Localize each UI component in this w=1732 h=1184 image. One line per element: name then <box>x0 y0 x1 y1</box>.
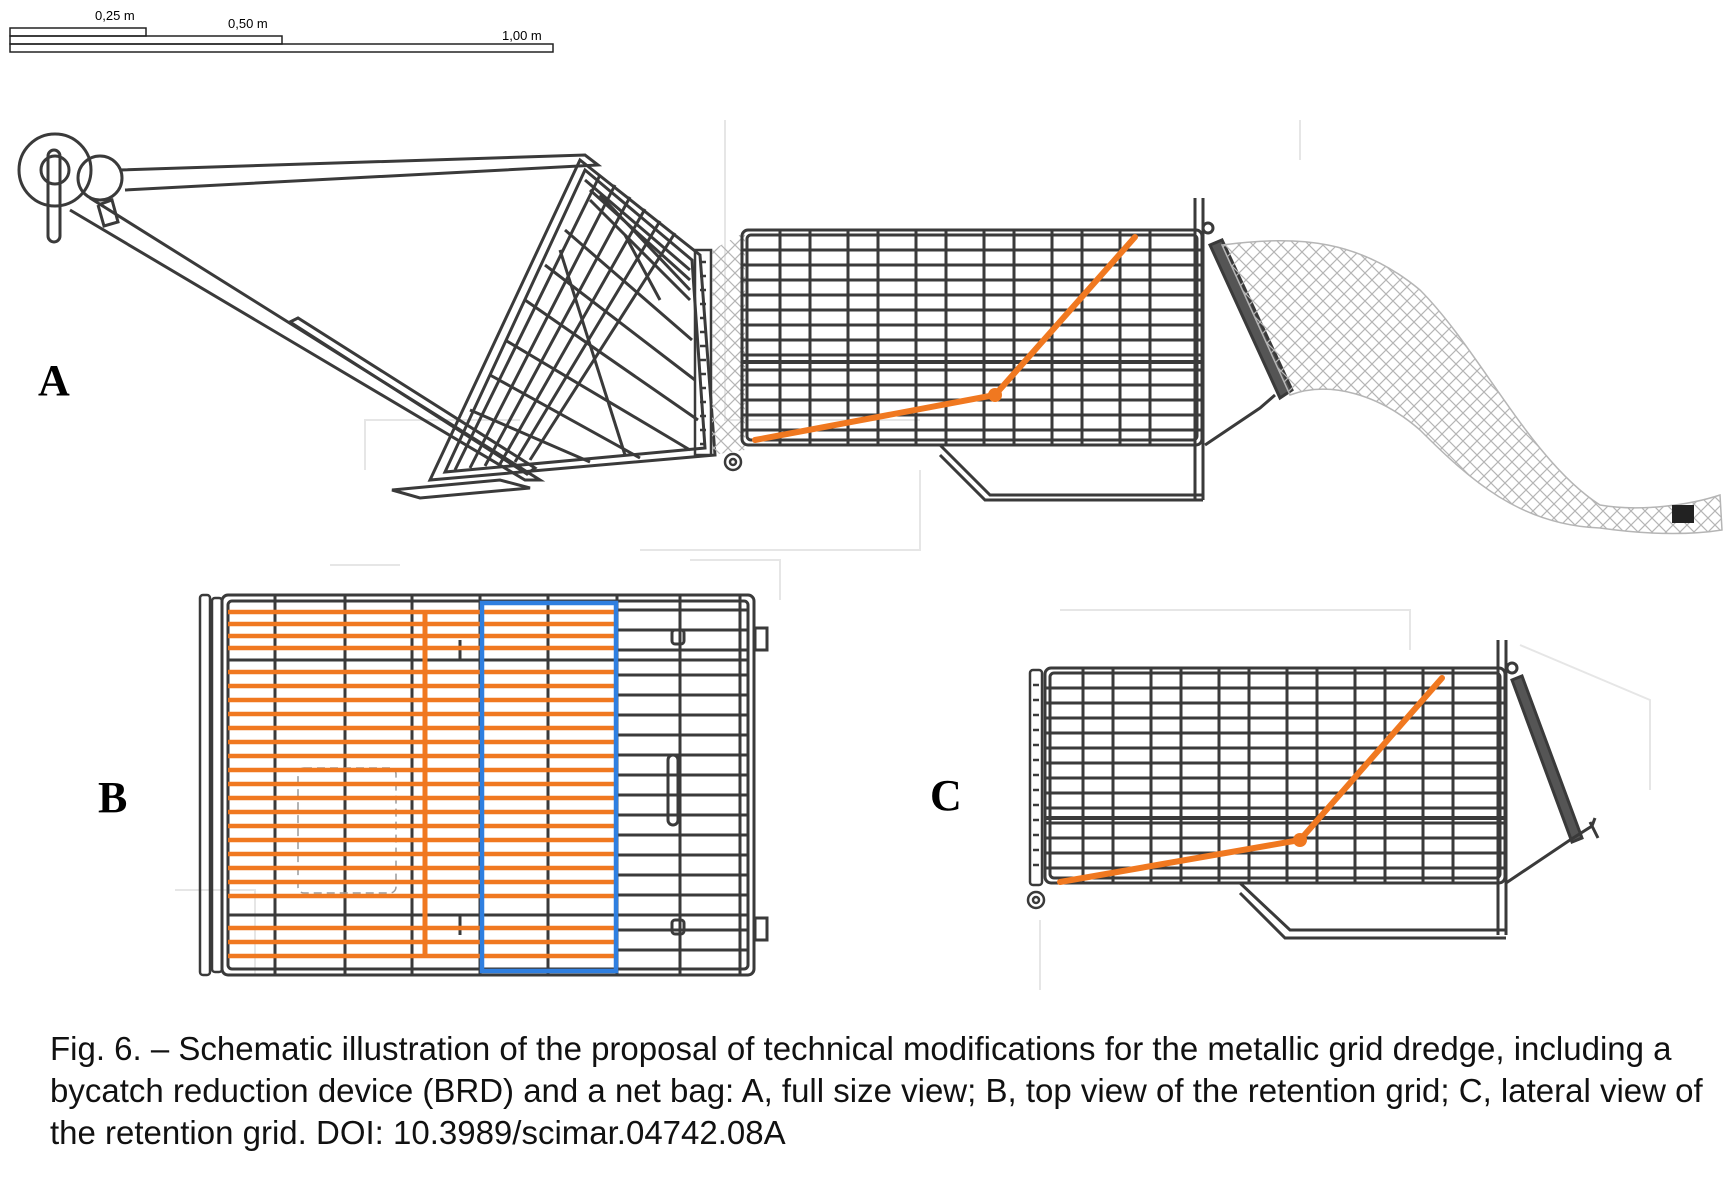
brd-pivot-c <box>1293 833 1307 847</box>
selection-box-b <box>479 600 619 974</box>
panel-b-faint-guides <box>175 559 781 975</box>
panel-c-lateral-view: C <box>930 609 1651 990</box>
scale-bar-segment-025 <box>9 27 147 37</box>
grid-b-left-hinge <box>198 593 224 977</box>
grid-c-left-hinge <box>1026 668 1046 910</box>
net-bag-end-weight <box>1672 505 1694 523</box>
panel-c-faint-guides <box>1039 609 1651 990</box>
panel-label-a: A <box>38 356 70 405</box>
figure-caption: Fig. 6. – Schematic illustration of the … <box>50 1030 1703 1151</box>
tow-ring <box>17 132 124 244</box>
panel-label-b: B <box>98 773 127 822</box>
panel-a-full-size-view: A <box>17 120 1723 551</box>
retention-grid-body-a <box>740 198 1205 502</box>
panel-b-top-view: B <box>98 559 781 977</box>
scale-label-100: 1,00 m <box>502 28 542 43</box>
scale-label-050: 0,50 m <box>228 16 268 31</box>
net-bag <box>1220 240 1723 535</box>
dredge-mouth-frame <box>427 157 717 482</box>
brd-pivot-a <box>988 388 1002 402</box>
scale-label-025: 0,25 m <box>95 8 135 23</box>
hinge-column <box>693 248 743 472</box>
scale-bar-segment-100 <box>9 43 554 53</box>
panel-a-faint-guides <box>364 120 1301 551</box>
panel-label-c: C <box>930 771 962 820</box>
retention-grid-side-c <box>1043 640 1600 940</box>
scale-bar: 0,25 m 0,50 m 1,00 m <box>9 8 554 53</box>
towing-arms <box>69 153 603 500</box>
brd-bars-b <box>228 609 617 959</box>
front-net-section <box>712 232 745 455</box>
grid-b-dashed-outline <box>297 767 397 894</box>
scale-bar-segment-050 <box>9 35 283 45</box>
